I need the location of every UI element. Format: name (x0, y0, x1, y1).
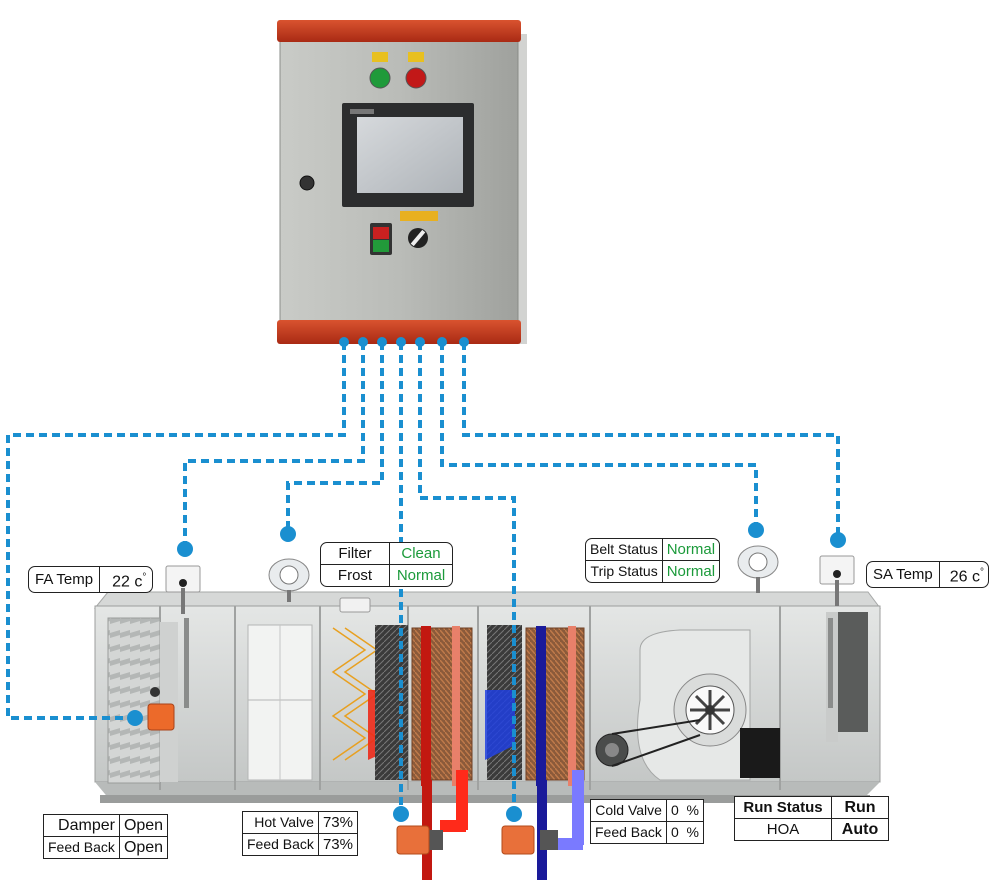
belt-status-value: Normal (666, 541, 716, 558)
hot-pipe-header (421, 626, 431, 786)
red-indicator-lamp (405, 67, 427, 89)
damper-label: Damper (43, 814, 120, 837)
degree-mark: ° (142, 572, 147, 583)
fan-outlet (740, 728, 780, 778)
fa-temp-sensor[interactable] (165, 565, 201, 614)
fa-temp-label: FA Temp (29, 567, 101, 593)
frost-stat[interactable] (339, 597, 371, 613)
fan-motor (595, 719, 701, 767)
discharge-opening (838, 612, 868, 732)
cold-valve-body (540, 830, 558, 850)
eliminator-mesh (375, 625, 408, 780)
cold-valve-feedback-value: 0 % (665, 821, 704, 844)
frost-label: Frost (321, 564, 390, 586)
lamp-label-plate (408, 52, 424, 62)
hmi-screen[interactable] (357, 117, 463, 193)
cold-airflow-arrows (485, 690, 515, 760)
hoa-value: Auto (831, 818, 889, 841)
damper-value: Open (118, 814, 169, 837)
hot-valve-label: Hot Valve (242, 811, 319, 834)
cold-valve-value: 0 % (665, 799, 704, 822)
trip-status-label: Trip Status (586, 560, 663, 582)
degree-mark: ° (980, 567, 985, 578)
intake-louvers (107, 617, 161, 784)
fa-temp-value: 22 c° (112, 572, 147, 591)
hot-valve-status: Hot Valve 73% Feed Back 73% (242, 811, 358, 856)
sa-temp-label: SA Temp (867, 562, 940, 588)
belt-trip-status: Belt Status Normal Trip Status Normal (585, 538, 721, 583)
frost-value: Normal (390, 564, 452, 586)
cold-valve-feedback-label: Feed Back (590, 821, 667, 844)
sa-temp-readout: SA Temp 26 c° (866, 561, 990, 589)
damper-feedback-value: Open (118, 836, 169, 859)
sa-temp-value: 26 c° (949, 567, 985, 586)
door-lock-icon[interactable] (299, 175, 315, 191)
belt-status-label: Belt Status (586, 539, 663, 560)
run-status-label: Run Status (734, 796, 832, 819)
sa-temp-sensor[interactable] (819, 555, 855, 606)
filter-frost-status: Filter Clean Frost Normal (320, 542, 453, 587)
panel-bottom-rail (277, 320, 521, 344)
green-indicator-lamp (369, 67, 391, 89)
fa-temp-readout: FA Temp 22 c° (28, 566, 154, 594)
filter-label: Filter (321, 543, 390, 564)
panel-top-rail (277, 20, 521, 42)
hot-valve-value: 73% (317, 811, 358, 834)
hot-valve-feedback-label: Feed Back (242, 833, 319, 856)
cold-valve-label: Cold Valve (590, 799, 667, 822)
air-handling-unit (93, 591, 881, 803)
damper-feedback-label: Feed Back (43, 836, 120, 859)
cold-valve-actuator[interactable] (501, 825, 535, 855)
filter-value: Clean (401, 545, 441, 562)
selector-label-plate (400, 211, 438, 221)
damper-actuator[interactable] (147, 703, 175, 731)
hoa-label: HOA (734, 818, 832, 841)
hot-valve-actuator[interactable] (396, 825, 430, 855)
fan-status: Run Status Run HOA Auto (734, 796, 889, 841)
cold-pipe-header (536, 626, 546, 786)
wiring-terminals (127, 337, 846, 822)
belt-dp-switch[interactable] (737, 545, 779, 593)
cold-valve-status: Cold Valve 0 % Feed Back 0 % (590, 799, 704, 844)
run-status-value: Run (831, 796, 889, 819)
damper-status: Damper Open Feed Back Open (43, 814, 169, 859)
hmi-logo-strip (350, 109, 374, 114)
cold-water-piping (501, 770, 584, 880)
hot-water-piping (396, 770, 468, 880)
lamp-label-plate (372, 52, 388, 62)
filter-dp-switch[interactable] (268, 558, 310, 602)
hot-valve-feedback-value: 73% (317, 833, 358, 856)
supply-fan (637, 629, 780, 781)
control-panel (277, 20, 527, 344)
trip-status-value: Normal (662, 560, 720, 582)
